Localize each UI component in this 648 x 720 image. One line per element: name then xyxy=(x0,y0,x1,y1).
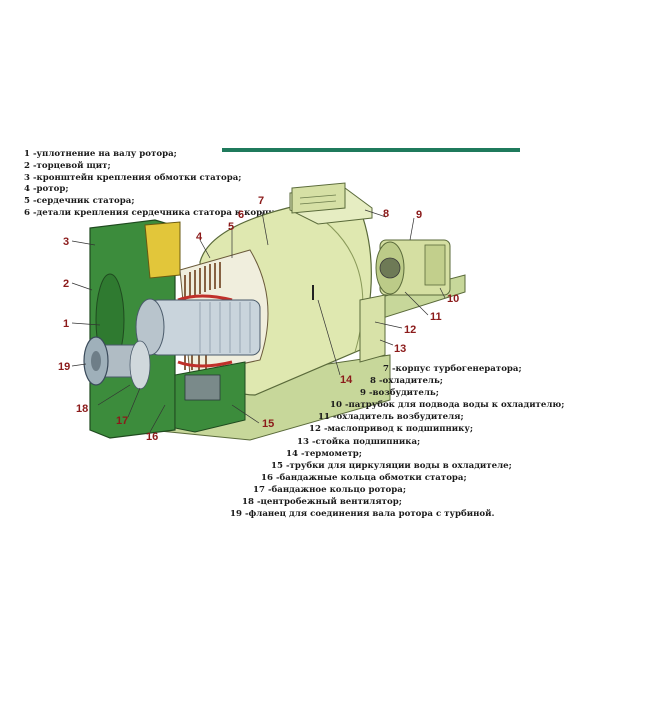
legend-item-5: 5 -сердечник статора; xyxy=(24,196,135,207)
bearing-stand xyxy=(359,294,386,363)
legend-item-19: 19 -фланец для соединения вала ротора с … xyxy=(230,509,495,520)
stator-bandage-ring xyxy=(177,294,233,302)
exciter-cooler xyxy=(424,244,446,286)
legend-item-15: 15 -трубки для циркуляции воды в охладит… xyxy=(271,460,512,471)
legend-item-12: 12 -маслопривод к подшипнику; xyxy=(309,424,474,435)
legend-item-8: 8 -охладитель; xyxy=(370,376,443,387)
rotor xyxy=(149,299,261,356)
callout-11: 11 xyxy=(430,311,442,323)
end-shield-yellow-inner xyxy=(144,221,181,279)
callout-12: 12 xyxy=(404,324,416,336)
centrifugal-fan xyxy=(129,340,151,390)
legend-item-9: 9 -возбудитель; xyxy=(360,388,439,399)
legend-item-10: 10 -патрубок для подвода воды к охладите… xyxy=(330,400,565,411)
callout-9: 9 xyxy=(416,209,422,221)
cooler-panel xyxy=(291,182,346,214)
callout-18: 18 xyxy=(76,403,88,415)
legend-item-16: 16 -бандажные кольца обмотки статора; xyxy=(261,472,467,483)
legend-left: 1 -уплотнение на валу ротора; 2 -торцево… xyxy=(24,149,288,220)
callout-3: 3 xyxy=(63,236,69,248)
callout-2: 2 xyxy=(63,278,69,290)
legend-item-2: 2 -торцевой щит; xyxy=(24,160,111,171)
legend-item-17: 17 -бандажное кольцо ротора; xyxy=(253,484,407,495)
cooler-tubes xyxy=(184,374,221,401)
callout-5: 5 xyxy=(228,221,234,233)
callout-15: 15 xyxy=(262,418,274,430)
legend-item-6: 6 -детали крепления сердечника статора к… xyxy=(24,207,288,218)
rotor-bandage-ring xyxy=(135,298,165,356)
callout-1: 1 xyxy=(63,318,69,330)
callout-13: 13 xyxy=(394,343,406,355)
leader-lines xyxy=(71,209,446,433)
legend-item-11: 11 -охладитель возбудителя; xyxy=(318,412,464,423)
callout-17: 17 xyxy=(116,415,128,427)
callout-16: 16 xyxy=(146,431,158,443)
callout-14: 14 xyxy=(340,374,353,386)
legend-item-7: 7 -корпус турбогенератора; xyxy=(383,364,522,374)
header-accent-bar xyxy=(222,148,520,152)
callout-8: 8 xyxy=(383,208,389,220)
legend-item-14: 14 -термометр; xyxy=(286,448,362,459)
callout-19: 19 xyxy=(58,361,70,373)
callout-6: 6 xyxy=(238,209,244,221)
legend-item-3: 3 -кронштейн крепления обмотки статора; xyxy=(24,172,242,183)
turbogenerator-diagram: 3 2 1 4 5 6 7 8 9 10 11 12 13 14 15 16 1… xyxy=(58,182,466,443)
legend-item-18: 18 -центробежный вентилятор; xyxy=(242,497,402,508)
callout-10: 10 xyxy=(447,293,459,305)
legend-item-1: 1 -уплотнение на валу ротора; xyxy=(24,149,177,159)
callout-7: 7 xyxy=(258,195,264,207)
legend-item-13: 13 -стойка подшипника; xyxy=(297,436,421,447)
callout-4: 4 xyxy=(196,231,203,243)
legend-item-4: 4 -ротор; xyxy=(24,184,69,195)
legend-right: 7 -корпус турбогенератора; 8 -охладитель… xyxy=(0,363,564,520)
